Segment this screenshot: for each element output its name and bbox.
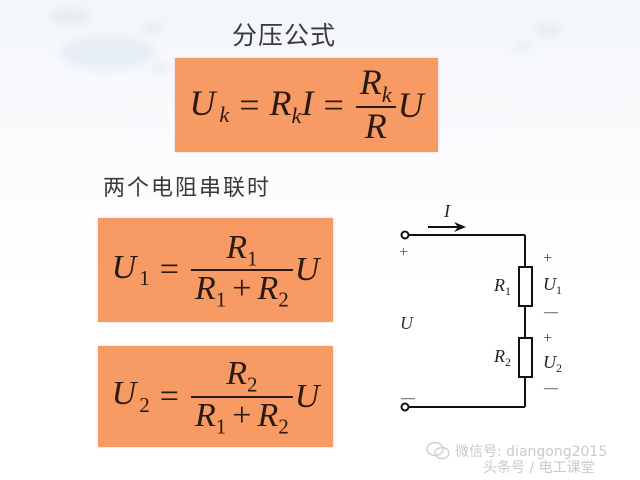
denominator: R1+R2: [194, 396, 289, 438]
u1-minus-sign: —: [543, 305, 559, 320]
slide-title: 分压公式: [232, 21, 337, 50]
r1-label: R1: [493, 275, 511, 298]
resistor-r1: [518, 266, 533, 307]
section-subtitle: 两个电阻串联时: [103, 176, 272, 201]
fraction-bar: [190, 269, 293, 271]
fraction-bar: [355, 106, 396, 109]
watermark-toutiao: 头条号 / 电工课堂: [483, 460, 595, 476]
background-cloud: [140, 22, 165, 34]
top-terminal: [400, 230, 410, 240]
numerator: Rk: [359, 61, 392, 107]
background-cloud: [50, 8, 90, 26]
background-cloud: [150, 64, 170, 74]
equals-sign: =: [239, 84, 260, 125]
background-cloud: [513, 42, 531, 51]
u2-label: U2: [543, 352, 562, 375]
u1-label: U1: [543, 274, 562, 297]
watermark-wechat-id: 微信号: diangong2015: [455, 444, 608, 460]
top-terminal-sign: +: [399, 244, 408, 261]
rhs: U: [294, 251, 320, 288]
denominator: R: [364, 106, 387, 147]
fraction: R2 R1+R2: [190, 355, 293, 438]
fraction: Rk R: [355, 61, 396, 147]
numerator: R2: [226, 355, 258, 397]
rhs: U: [397, 84, 424, 125]
current-label: I: [443, 201, 451, 221]
equals-sign: =: [159, 251, 179, 288]
numerator: R1: [226, 228, 258, 270]
u2-plus-sign: +: [543, 330, 552, 347]
rhs: U: [294, 377, 320, 415]
middle-term: RkI: [269, 82, 314, 128]
source-voltage-label: U: [400, 313, 414, 333]
background-cloud: [535, 23, 561, 37]
bottom-terminal: [400, 402, 410, 412]
background-cloud: [60, 35, 155, 70]
fraction: R1 R1+R2: [190, 228, 293, 312]
fraction-bar: [190, 395, 293, 398]
r2-label: R2: [493, 346, 511, 369]
equals-sign: =: [159, 377, 179, 415]
wechat-icon: [426, 441, 450, 460]
denominator: R1+R2: [194, 270, 289, 312]
bottom-terminal-sign: —: [400, 391, 416, 406]
equals-sign: =: [323, 84, 344, 125]
u2-minus-sign: —: [543, 381, 559, 396]
current-arrow-head: [454, 222, 466, 232]
u1-plus-sign: +: [543, 250, 552, 267]
resistor-r2: [518, 337, 533, 378]
